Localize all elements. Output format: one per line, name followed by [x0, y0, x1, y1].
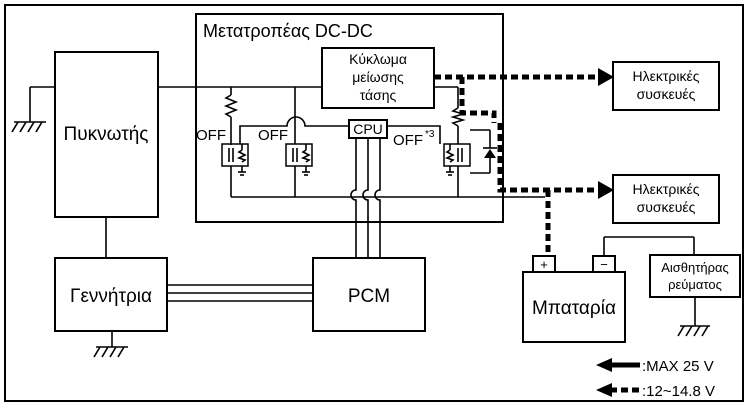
load-1-line-1: Ηλεκτρικές — [633, 68, 700, 84]
capacitor-label: Πυκνωτής — [64, 124, 149, 145]
off-label-1: OFF — [196, 127, 226, 144]
load-2-line-2: συσκευές — [637, 199, 696, 215]
legend-dashed-label: :12~14.8 V — [642, 383, 715, 400]
battery-plus-terminal: + — [540, 257, 548, 272]
load-2-block: Ηλεκτρικές συσκευές — [612, 174, 720, 224]
cpu-chip: CPU — [348, 119, 388, 139]
converter-internal-wires — [230, 86, 545, 198]
off-label-3: OFF — [393, 132, 423, 149]
diode-icon — [470, 129, 497, 174]
off-label-2: OFF — [258, 127, 288, 144]
step-down-circuit-block: Κύκλωμα μείωσης τάσης — [321, 47, 435, 109]
generator-pcm-bus — [167, 284, 313, 302]
cpu-label: CPU — [353, 121, 383, 137]
dashed-output-arrows — [434, 68, 614, 258]
legend: :MAX 25 V :12~14.8 V — [596, 358, 715, 400]
battery-block: + − Μπαταρία — [522, 255, 626, 343]
cpu-control-wires — [239, 116, 441, 144]
sensor-line-2: ρεύματος — [668, 277, 722, 292]
load-1-block: Ηλεκτρικές συσκευές — [612, 61, 720, 111]
left-ground-icon — [11, 86, 55, 133]
pcm-block: PCM — [312, 257, 426, 332]
pcm-label: PCM — [348, 286, 390, 307]
load-2-line-1: Ηλεκτρικές — [633, 181, 700, 197]
mosfet-switch-3-icon — [443, 143, 471, 176]
battery-label: Μπαταρία — [532, 298, 616, 319]
load-1-line-2: συσκευές — [637, 86, 696, 102]
generator-block: Γεννήτρια — [54, 257, 168, 332]
step-down-line-3: τάσης — [360, 87, 397, 103]
cpu-pcm-bus — [350, 138, 381, 258]
off-label-3-note: *3 — [425, 129, 435, 140]
legend-solid-arrow-icon — [596, 358, 640, 372]
generator-ground-icon — [93, 331, 128, 358]
resistor-1-icon — [223, 87, 239, 145]
sensor-line-1: Αισθητήρας — [661, 260, 729, 275]
step-down-line-2: μείωσης — [352, 69, 404, 85]
capacitor-block: Πυκνωτής — [54, 51, 159, 218]
current-sensor-block: Αισθητήρας ρεύματος — [649, 254, 741, 298]
generator-label: Γεννήτρια — [70, 286, 152, 307]
mosfet-switch-2-icon — [285, 113, 313, 176]
mosfet-switch-1-icon — [221, 143, 249, 176]
legend-dashed-arrow-icon — [596, 383, 640, 397]
sensor-ground-icon — [677, 297, 710, 337]
converter-title: Μετατροπέας DC-DC — [203, 21, 373, 41]
step-down-line-1: Κύκλωμα — [349, 51, 407, 67]
legend-solid-label: :MAX 25 V — [642, 358, 714, 375]
resistor-3-icon — [450, 87, 466, 144]
sensor-wire — [603, 236, 695, 256]
battery-minus-terminal: − — [600, 257, 608, 272]
